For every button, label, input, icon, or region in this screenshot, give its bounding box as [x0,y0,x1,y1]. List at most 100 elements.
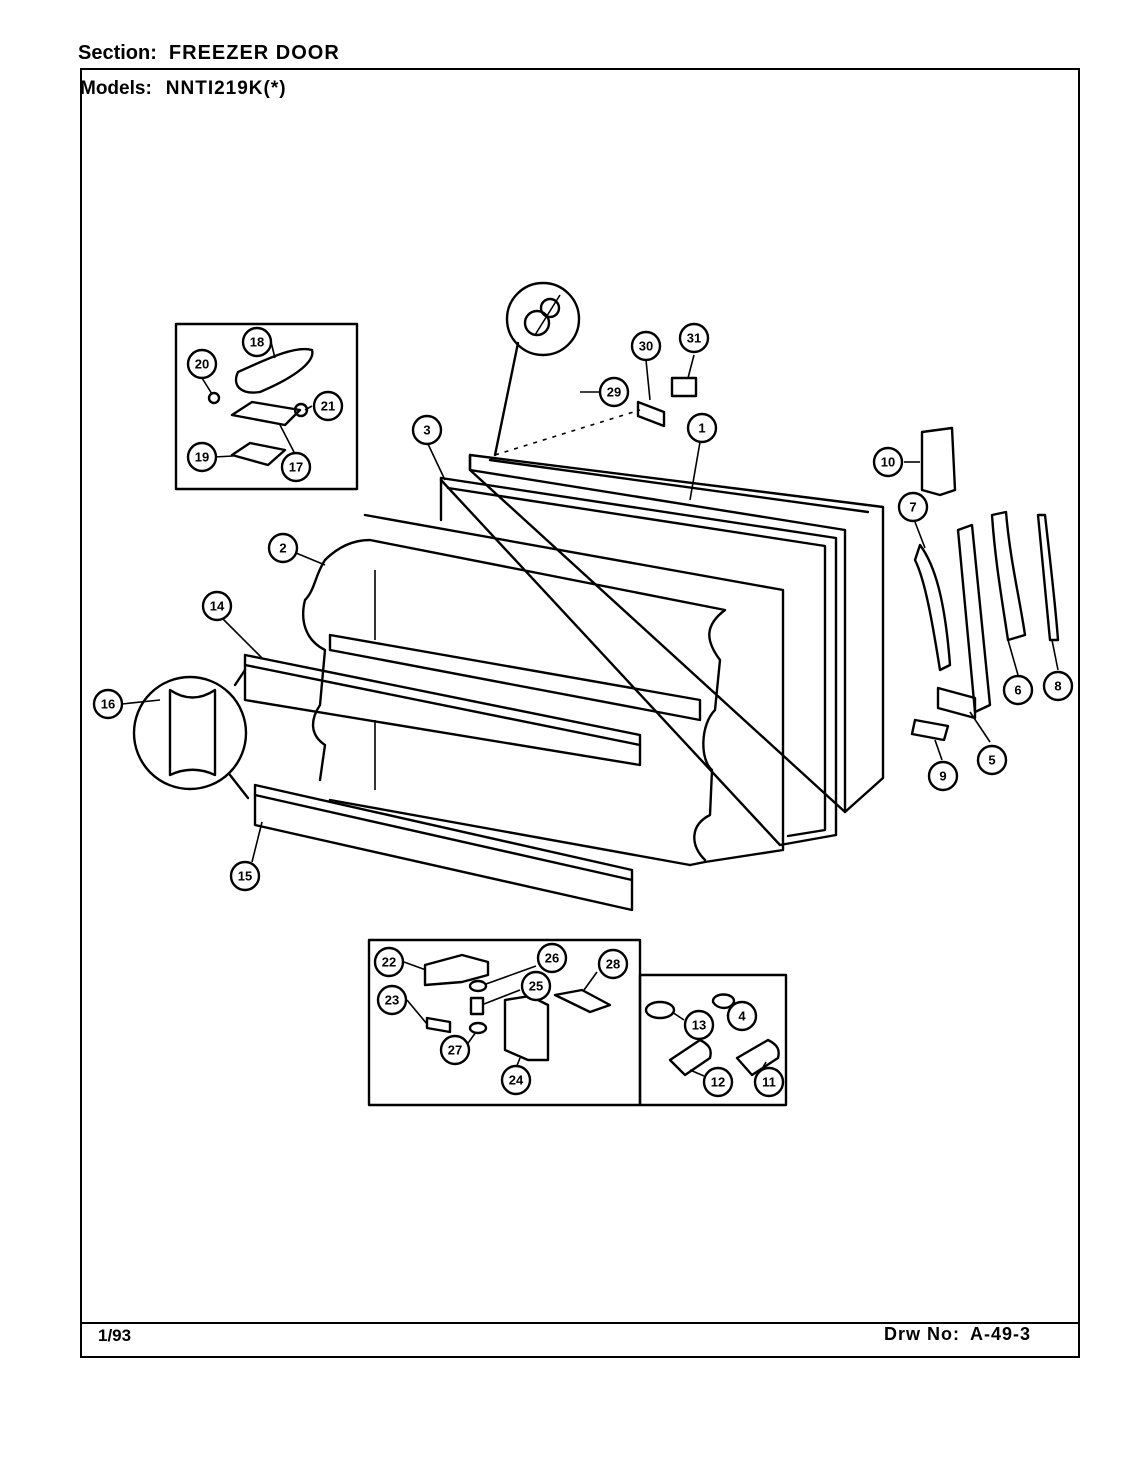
handle-strip [1036,513,1060,642]
callout-2: 2 [267,532,299,564]
callout-3: 3 [411,414,443,446]
hinge-cover [234,347,314,394]
svg-text:4: 4 [738,1009,746,1024]
svg-text:24: 24 [509,1073,524,1088]
section-header: Section: FREEZER DOOR [78,42,340,65]
callout-15: 15 [229,860,261,892]
stop-bumper [711,993,736,1010]
handle-bracket [956,523,992,714]
svg-text:23: 23 [385,993,399,1008]
svg-text:9: 9 [939,769,946,784]
callout-6: 6 [1002,674,1034,706]
door-stop-right [735,1038,780,1077]
callout-13: 13 [683,1009,715,1041]
hinge-washer-bottom [468,1021,488,1035]
hinge-bracket-assembly [423,953,490,987]
door-shelf-bar [243,653,642,767]
models-label: Models: [80,78,152,99]
callout-5: 5 [976,744,1008,776]
callout-20: 20 [186,348,218,380]
hinge-plate [936,686,977,720]
callout-26: 26 [536,942,568,974]
callout-24: 24 [500,1064,532,1096]
callout-23: 23 [376,984,408,1016]
svg-text:21: 21 [321,399,335,414]
svg-text:30: 30 [639,339,653,354]
label-part [636,400,666,428]
drawing-number-label: Drw No: [884,1324,960,1344]
handle-trim-right [990,510,1027,642]
callout-21: 21 [312,390,344,422]
svg-text:16: 16 [101,697,115,712]
door-plug-detail [493,281,581,457]
svg-text:31: 31 [687,331,701,346]
callout-8: 8 [1042,670,1074,702]
outer-door-panel [468,453,885,814]
svg-text:28: 28 [606,957,620,972]
callout-7: 7 [897,491,929,523]
door-gasket [439,476,838,847]
svg-text:5: 5 [988,753,995,768]
bottom-shelf-bar [253,783,634,912]
drawing-number-value: A-49-3 [970,1324,1032,1344]
svg-text:12: 12 [711,1075,725,1090]
svg-text:10: 10 [881,455,895,470]
callout-22: 22 [373,946,405,978]
hinge-washer-top [468,979,488,993]
hinge-washer [293,402,309,418]
hinge-screw [207,391,221,405]
plug-button [644,1000,676,1020]
callout-11: 11 [753,1066,785,1098]
hinge-pin [469,996,485,1016]
svg-text:15: 15 [238,869,252,884]
svg-text:25: 25 [529,979,543,994]
leader-lines [121,341,1059,1077]
callout-1: 1 [686,412,718,444]
callout-18: 18 [241,326,273,358]
svg-text:2: 2 [279,541,286,556]
hinge-spacer [425,1016,452,1034]
callout-16: 16 [92,688,124,720]
svg-text:20: 20 [195,357,209,372]
model-tag [670,376,698,398]
svg-text:17: 17 [289,460,303,475]
svg-text:27: 27 [448,1043,462,1058]
bar-end-detail [132,668,250,800]
callout-27: 27 [439,1034,471,1066]
svg-text:6: 6 [1014,683,1021,698]
footer-divider [80,1322,1080,1324]
drawing-date: 1/93 [98,1326,132,1345]
callout-28: 28 [597,948,629,980]
section-value: FREEZER DOOR [168,42,340,64]
drawing-number: Drw No: A-49-3 [884,1324,1031,1345]
callout-14: 14 [201,590,233,622]
svg-text:19: 19 [195,450,209,465]
callout-9: 9 [927,760,959,792]
svg-text:22: 22 [382,955,396,970]
hinge-cover-plate [503,994,550,1062]
inset-box-bottom-right [638,973,788,1107]
svg-text:13: 13 [692,1018,706,1033]
callout-29: 29 [598,376,630,408]
callout-25: 25 [520,970,552,1002]
hinge-bottom-plate [230,441,287,467]
svg-text:14: 14 [210,599,225,614]
hinge-shim [910,718,950,742]
svg-text:1: 1 [698,421,705,436]
hinge-bracket-plate [553,988,612,1014]
callout-10: 10 [872,446,904,478]
callout-30: 30 [630,330,662,362]
svg-text:3: 3 [423,423,430,438]
svg-text:7: 7 [909,500,916,515]
callout-17: 17 [280,451,312,483]
door-stop-left [668,1038,712,1077]
svg-text:26: 26 [545,951,559,966]
callout-4: 4 [726,1000,758,1032]
inner-door-liner [302,513,785,867]
section-label: Section: [78,42,157,64]
svg-text:18: 18 [250,335,264,350]
svg-text:8: 8 [1054,679,1061,694]
callout-19: 19 [186,441,218,473]
svg-text:11: 11 [762,1075,776,1090]
